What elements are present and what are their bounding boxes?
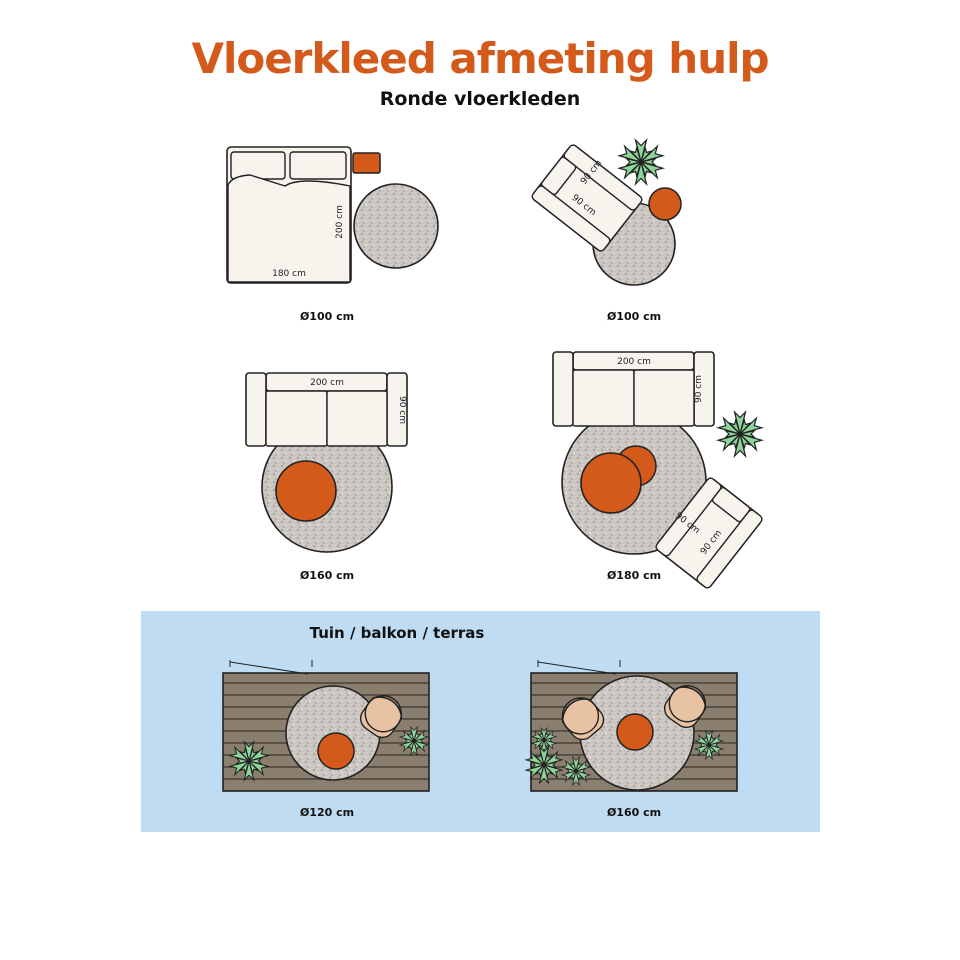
dimension-line xyxy=(537,660,621,675)
sofa-arm-left xyxy=(245,372,267,447)
sofa-width-label: 200 cm xyxy=(617,357,651,367)
table xyxy=(317,732,355,770)
rug-size-caption-sofa: Ø160 cm xyxy=(299,569,355,582)
rug xyxy=(353,183,439,269)
sofa-width-label: 200 cm xyxy=(310,378,344,388)
coffee-table xyxy=(580,452,642,514)
sofa-seat-right xyxy=(633,369,695,427)
page-title: Vloerkleed afmeting hulp xyxy=(191,34,769,83)
side-table xyxy=(648,187,682,221)
scene-sofa: 200 cm 90 cm xyxy=(245,372,408,553)
rug-size-caption-garden-small: Ø120 cm xyxy=(299,806,355,819)
plant xyxy=(717,411,763,457)
sofa-seat-left xyxy=(572,369,635,427)
sofa-seat-right xyxy=(326,390,388,447)
rug-size-caption-sofa-armchair: Ø180 cm xyxy=(606,569,662,582)
scene-garden-small xyxy=(222,660,430,792)
scene-bedroom: 180 cm 200 cm xyxy=(226,146,439,284)
scene-sofa-armchair: 90 cm 90 cm 200 cm 90 cm xyxy=(552,351,763,589)
scene-garden-large xyxy=(525,660,738,792)
sofa-depth-label: 90 cm xyxy=(397,396,407,424)
nightstand xyxy=(352,152,381,174)
page-subtitle: Ronde vloerkleden xyxy=(379,88,581,110)
duvet xyxy=(227,174,351,283)
pillow-right xyxy=(289,151,347,180)
bed-length-label: 200 cm xyxy=(335,205,345,239)
rug-size-caption-bedroom: Ø100 cm xyxy=(299,310,355,323)
armchair: 90 cm 90 cm xyxy=(655,477,763,589)
sofa-seat-left xyxy=(265,390,328,447)
outdoor-title: Tuin / balkon / terras xyxy=(309,624,485,642)
armchair: 90 cm 90 cm xyxy=(531,144,643,252)
coffee-table xyxy=(275,460,337,522)
dimension-line xyxy=(229,660,313,675)
bed-width-label: 180 cm xyxy=(272,269,306,279)
sofa-depth-label: 90 cm xyxy=(694,375,704,403)
rug-size-caption-garden-large: Ø160 cm xyxy=(606,806,662,819)
sofa-arm-left xyxy=(552,351,574,427)
table xyxy=(616,713,654,751)
scene-armchair: 90 cm 90 cm xyxy=(531,139,682,286)
pillow-left xyxy=(230,151,286,180)
plant xyxy=(618,139,664,185)
rug-size-caption-armchair: Ø100 cm xyxy=(606,310,662,323)
